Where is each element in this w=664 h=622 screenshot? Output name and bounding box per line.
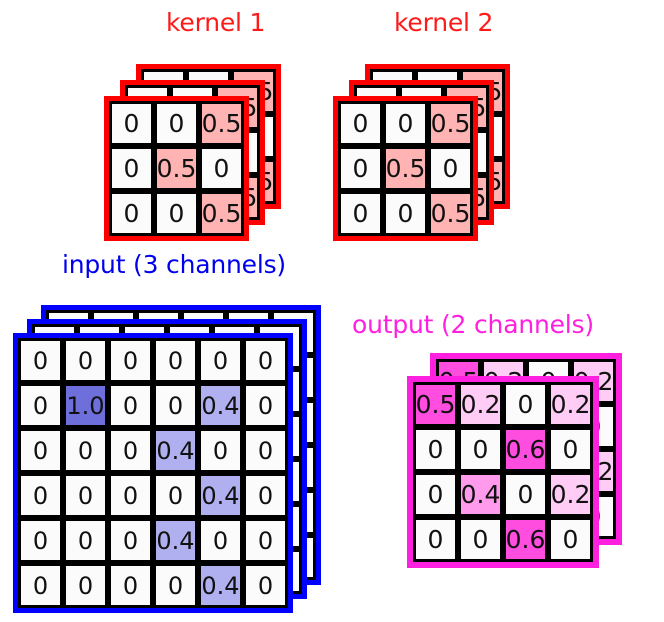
grid-cell: 0.4 [153,428,198,473]
grid-cell: 0 [154,101,199,146]
grid-cell: 0 [198,518,243,563]
grid-cell: 0 [338,146,383,191]
grid-cell: 0 [63,518,108,563]
grid-cell: 0 [63,338,108,383]
grid-cell: 0 [109,146,154,191]
grid-cell: 0 [338,101,383,146]
grid-cell: 0 [108,428,153,473]
grid-cell: 0 [153,473,198,518]
grid-cell: 0 [383,101,428,146]
grid-cell: 0 [18,428,63,473]
grid-cell: 0 [338,191,383,236]
grid-cell: 0 [548,517,593,562]
grid-cell: 0 [109,191,154,236]
kernel-2-title: kernel 2 [394,8,494,37]
grid-cell: 0 [243,473,288,518]
grid-cell: 0 [243,383,288,428]
grid-cell: 0 [63,563,108,608]
grid-cell: 1.0 [63,383,108,428]
grid-cell: 0 [503,472,548,517]
grid-cell: 0.5 [199,191,244,236]
grid-cell: 0 [548,427,593,472]
grid-cell: 0 [428,146,473,191]
grid-cell: 0.6 [503,427,548,472]
output-title: output (2 channels) [352,310,594,339]
grid-cell: 0 [413,427,458,472]
grid-cell: 0.5 [428,191,473,236]
grid-cell: 0 [503,382,548,427]
grid-cell: 0 [153,338,198,383]
grid-cell: 0 [18,338,63,383]
grid-cell: 0 [458,517,503,562]
grid-cell: 0.2 [458,382,503,427]
grid-cell: 0.5 [383,146,428,191]
grid-cell: 0 [153,383,198,428]
grid-cell: 0.4 [198,383,243,428]
grid-cell: 0 [18,518,63,563]
grid-cell: 0 [108,383,153,428]
grid-cell: 0.5 [413,382,458,427]
grid-cell: 0.2 [548,472,593,517]
grid-cell: 0.4 [198,473,243,518]
grid-cell: 0 [109,101,154,146]
grid-cell: 0.4 [153,518,198,563]
grid-cell: 0 [153,563,198,608]
grid-cell: 0 [458,427,503,472]
grid-cell: 0 [198,428,243,473]
grid-cell: 0 [243,518,288,563]
grid-cell: 0 [63,428,108,473]
grid-cell: 0 [154,191,199,236]
grid-cell: 0 [243,338,288,383]
grid-cell: 0 [413,517,458,562]
grid-cell: 0.4 [198,563,243,608]
grid-cell: 0.4 [458,472,503,517]
grid-cell: 0.6 [503,517,548,562]
kernel-1-title: kernel 1 [166,8,266,37]
grid-cell: 0 [18,383,63,428]
grid-cell: 0 [413,472,458,517]
grid-cell: 0 [108,518,153,563]
input-title: input (3 channels) [62,250,286,279]
grid-cell: 0 [199,146,244,191]
grid-cell: 0 [108,473,153,518]
grid-cell: 0.5 [199,101,244,146]
grid-cell: 0 [243,563,288,608]
grid-cell: 0 [63,473,108,518]
grid-cell: 0 [383,191,428,236]
grid-cell: 0.2 [548,382,593,427]
grid-cell: 0 [18,563,63,608]
grid-cell: 0.5 [428,101,473,146]
grid-cell: 0 [18,473,63,518]
grid-cell: 0 [108,563,153,608]
grid-cell: 0 [243,428,288,473]
grid-cell: 0.5 [154,146,199,191]
grid-cell: 0 [108,338,153,383]
grid-cell: 0 [198,338,243,383]
